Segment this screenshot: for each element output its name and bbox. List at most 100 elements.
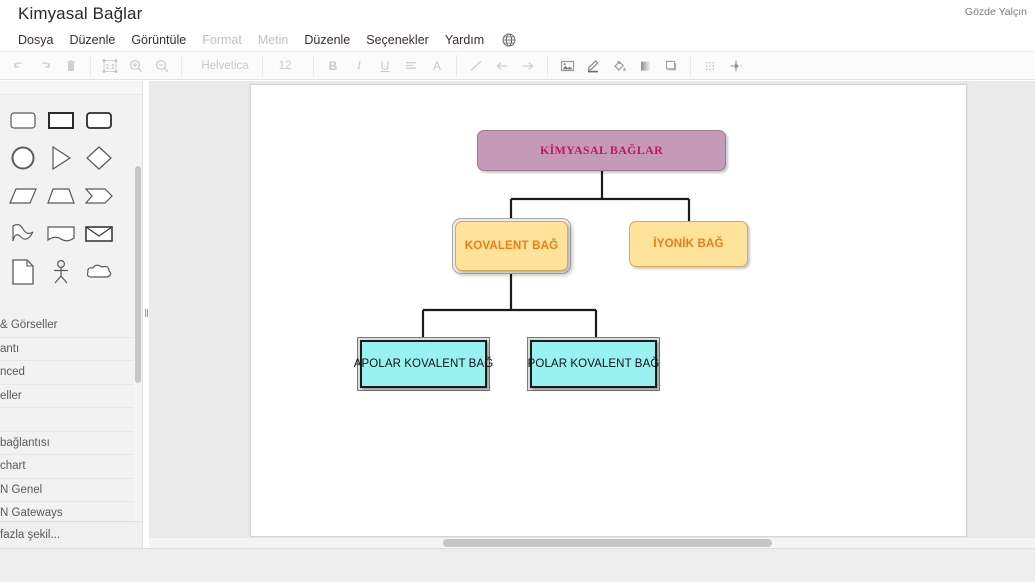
toolbar-group-text-format: B I U A bbox=[314, 51, 456, 80]
menu-item-format: Format bbox=[202, 32, 242, 47]
trapezoid-shape[interactable] bbox=[42, 177, 80, 215]
toolbar-separator bbox=[456, 55, 457, 76]
font-size-input[interactable]: 12 bbox=[278, 59, 292, 72]
trash-icon[interactable] bbox=[58, 54, 84, 78]
zoom-in-icon[interactable] bbox=[123, 54, 149, 78]
gradient-icon[interactable] bbox=[632, 54, 658, 78]
diagram-node-kovalent-bag[interactable]: KOVALENT BAĞ bbox=[455, 221, 568, 271]
shape-row bbox=[0, 177, 142, 215]
sidebar-scrollbar-thumb[interactable] bbox=[134, 166, 141, 383]
toolbar-separator bbox=[181, 55, 182, 76]
menu-item-goruntule[interactable]: Görüntüle bbox=[131, 32, 187, 47]
rounded-rectangle-shape[interactable] bbox=[80, 101, 118, 139]
menu-item-yardim[interactable]: Yardım bbox=[444, 32, 485, 47]
menu-item-metin: Metin bbox=[257, 32, 289, 47]
italic-button[interactable]: I bbox=[357, 58, 361, 72]
diamond-shape[interactable] bbox=[80, 139, 118, 177]
toolbar-separator bbox=[262, 55, 263, 76]
shape-row bbox=[0, 139, 142, 177]
toolbar-group-history bbox=[0, 51, 90, 80]
toolbar: 1:1 Helvetica bbox=[0, 51, 1035, 80]
bold-button[interactable]: B bbox=[328, 58, 338, 73]
diagram-node-apolar-kovalent-bag[interactable]: APOLAR KOVALENT BAĞ bbox=[353, 340, 494, 388]
sidebar-collapse-handle[interactable]: ‖ bbox=[144, 308, 149, 320]
sidebar-header bbox=[0, 81, 142, 95]
waypoint-icon[interactable] bbox=[723, 54, 749, 78]
sidebar-item-chart[interactable]: chart bbox=[0, 455, 137, 479]
shape-row bbox=[0, 253, 142, 291]
more-shapes-button[interactable]: fazla şekil... bbox=[0, 521, 142, 548]
toolbar-group-connectors bbox=[457, 51, 547, 80]
rounded-rectangle-shape[interactable] bbox=[4, 101, 42, 139]
sidebar-item-anti[interactable]: antı bbox=[0, 337, 137, 361]
connector-edges bbox=[421, 171, 691, 337]
canvas-horizontal-scrollbar-thumb[interactable] bbox=[443, 538, 772, 547]
font-family-selector[interactable]: Helvetica bbox=[201, 59, 249, 72]
sidebar-category-list: & Görseller antı nced eller bağlantısı c… bbox=[0, 314, 137, 526]
node-label: APOLAR KOVALENT BAĞ bbox=[353, 358, 494, 370]
title-bar: Kimyasal Bağlar Gözde Yalçın bbox=[0, 0, 1035, 28]
cloud-shape[interactable] bbox=[80, 253, 118, 291]
diagram-node-polar-kovalent-bag[interactable]: POLAR KOVALENT BAĞ bbox=[527, 340, 660, 388]
shape-palette-grid bbox=[0, 101, 142, 291]
sidebar-item-bpmn-genel[interactable]: N Genel bbox=[0, 478, 137, 502]
arrow-left-icon[interactable] bbox=[489, 54, 515, 78]
undo-icon[interactable] bbox=[6, 54, 32, 78]
redo-icon[interactable] bbox=[32, 54, 58, 78]
menu-item-dosya[interactable]: Dosya bbox=[18, 32, 54, 47]
globe-icon[interactable] bbox=[502, 33, 516, 47]
toolbar-group-font: Helvetica 12 bbox=[182, 51, 313, 80]
toolbar-group-zoom: 1:1 bbox=[91, 51, 181, 80]
node-label: POLAR KOVALENT BAĞ bbox=[527, 358, 660, 370]
sidebar-item-baglantisi[interactable]: bağlantısı bbox=[0, 431, 137, 455]
page-shape[interactable] bbox=[4, 253, 42, 291]
shape-sidebar[interactable]: & Görseller antı nced eller bağlantısı c… bbox=[0, 81, 142, 548]
document-title[interactable]: Kimyasal Bağlar bbox=[18, 4, 143, 23]
toolbar-separator bbox=[313, 55, 314, 76]
circle-shape[interactable] bbox=[4, 139, 42, 177]
wave-shape[interactable] bbox=[4, 215, 42, 253]
fit-page-icon[interactable]: 1:1 bbox=[97, 54, 123, 78]
node-label: İYONİK BAĞ bbox=[653, 238, 724, 250]
diagram-canvas[interactable]: KİMYASAL BAĞLAR KOVALENT BAĞ İYONİK BAĞ … bbox=[149, 81, 1035, 537]
triangle-shape[interactable] bbox=[42, 139, 80, 177]
menu-item-duzenle-2[interactable]: Düzenle bbox=[304, 32, 351, 47]
canvas-page[interactable]: KİMYASAL BAĞLAR KOVALENT BAĞ İYONİK BAĞ … bbox=[250, 84, 967, 537]
shadow-icon[interactable] bbox=[658, 54, 684, 78]
line-icon[interactable] bbox=[463, 54, 489, 78]
toolbar-group-view bbox=[691, 51, 755, 80]
sidebar-item-advanced[interactable]: nced bbox=[0, 361, 137, 385]
node-label: KOVALENT BAĞ bbox=[464, 240, 559, 252]
arrow-right-icon[interactable] bbox=[515, 54, 541, 78]
menu-item-duzenle[interactable]: Düzenle bbox=[69, 32, 116, 47]
diagram-node-kimyasal-baglar[interactable]: KİMYASAL BAĞLAR bbox=[477, 130, 726, 171]
sidebar-item-eller[interactable]: eller bbox=[0, 384, 137, 408]
actor-shape[interactable] bbox=[42, 253, 80, 291]
font-color-button[interactable]: A bbox=[432, 58, 441, 73]
align-left-icon[interactable] bbox=[398, 54, 424, 78]
document-shape[interactable] bbox=[42, 215, 80, 253]
menu-bar: Dosya Düzenle Görüntüle Format Metin Düz… bbox=[0, 28, 1035, 51]
user-name-label[interactable]: Gözde Yalçın bbox=[964, 6, 1027, 18]
toolbar-group-style bbox=[548, 51, 690, 80]
zoom-out-icon[interactable] bbox=[149, 54, 175, 78]
parallelogram-shape[interactable] bbox=[4, 177, 42, 215]
fill-bucket-icon[interactable] bbox=[606, 54, 632, 78]
pencil-icon[interactable] bbox=[580, 54, 606, 78]
diagram-content: KİMYASAL BAĞLAR KOVALENT BAĞ İYONİK BAĞ … bbox=[251, 85, 968, 537]
rectangle-shape[interactable] bbox=[42, 101, 80, 139]
envelope-shape[interactable] bbox=[80, 215, 118, 253]
shape-row bbox=[0, 215, 142, 253]
svg-text:1:1: 1:1 bbox=[105, 64, 115, 71]
diagram-node-iyonik-bag[interactable]: İYONİK BAĞ bbox=[629, 221, 748, 267]
image-icon[interactable] bbox=[554, 54, 580, 78]
toolbar-separator bbox=[690, 55, 691, 76]
underline-button[interactable]: U bbox=[380, 58, 390, 73]
sidebar-item-blank[interactable] bbox=[0, 408, 137, 432]
chevron-shape[interactable] bbox=[80, 177, 118, 215]
sidebar-item-gorseller[interactable]: & Görseller bbox=[0, 314, 137, 338]
menu-item-secenekler[interactable]: Seçenekler bbox=[366, 32, 429, 47]
grid-icon[interactable] bbox=[697, 54, 723, 78]
toolbar-separator bbox=[90, 55, 91, 76]
